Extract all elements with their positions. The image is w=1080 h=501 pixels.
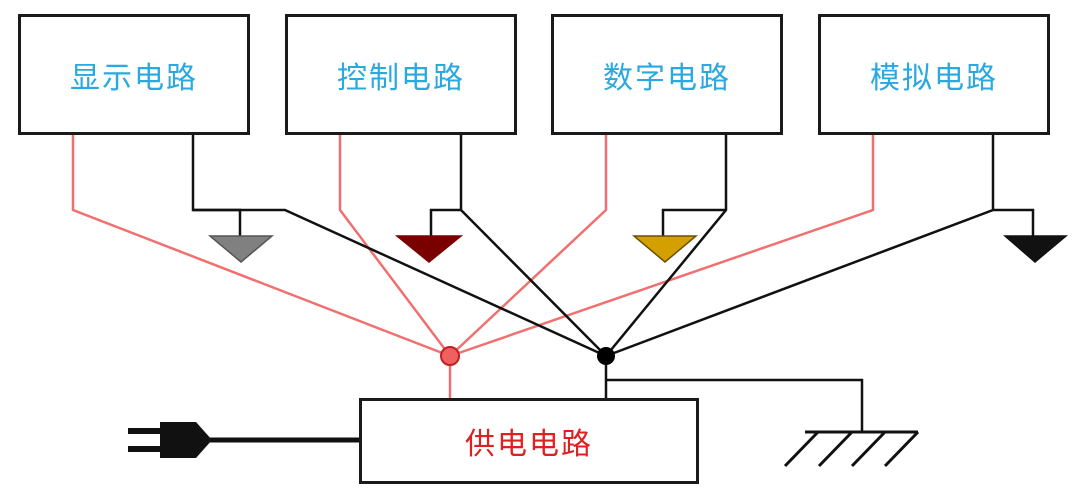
module-control-label: 控制电路 bbox=[337, 60, 465, 96]
ground-triangle-analog-icon bbox=[1002, 235, 1069, 263]
power-wire-analog bbox=[449, 135, 875, 358]
ground-triangle-control-icon bbox=[394, 235, 464, 263]
module-control-box: 控制电路 bbox=[285, 14, 517, 135]
module-digital-label: 数字电路 bbox=[603, 60, 731, 96]
power-wires bbox=[71, 135, 875, 398]
earth-wire bbox=[606, 378, 864, 432]
ground-stub-analog bbox=[993, 208, 1035, 236]
ground-triangle-digital-icon bbox=[631, 235, 699, 263]
module-display-label: 显示电路 bbox=[70, 60, 198, 96]
module-analog-label: 模拟电路 bbox=[870, 60, 998, 96]
local-grounds bbox=[193, 208, 1069, 263]
earth-ground-icon bbox=[783, 430, 920, 468]
ground-stub-display bbox=[193, 208, 242, 236]
plug-icon bbox=[128, 422, 360, 458]
power-node bbox=[440, 346, 460, 366]
ground-node bbox=[597, 347, 615, 365]
power-supply-label: 供电电路 bbox=[465, 427, 593, 462]
module-display-box: 显示电路 bbox=[18, 14, 250, 135]
ground-triangle-display-icon bbox=[207, 235, 275, 263]
ground-stub-control bbox=[429, 208, 461, 236]
power-wire-control bbox=[338, 135, 451, 357]
module-digital-box: 数字电路 bbox=[551, 14, 783, 135]
power-wire-digital bbox=[449, 135, 608, 357]
module-analog-box: 模拟电路 bbox=[818, 14, 1050, 135]
power-supply-box: 供电电路 bbox=[359, 398, 699, 484]
ground-stub-digital bbox=[661, 208, 726, 236]
power-wire-display bbox=[71, 135, 451, 358]
